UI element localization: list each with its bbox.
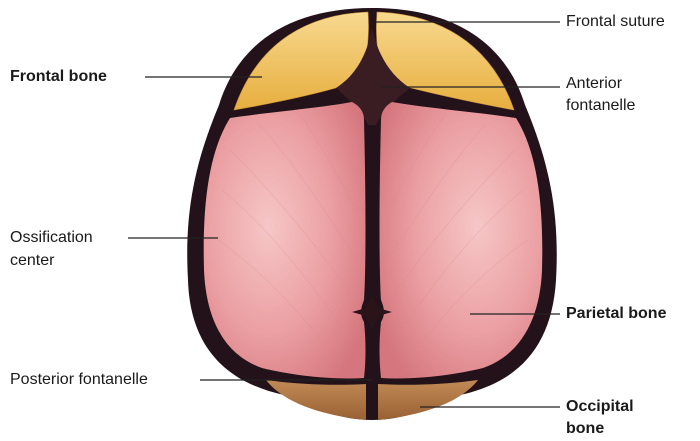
occipital-bone-left [266,380,366,420]
occipital-bone-right [378,380,478,420]
parietal-bone-right [380,102,543,378]
label-occipital-bone-line2: bone [566,419,604,439]
label-ossification-center-line2: center [10,251,54,271]
label-occipital-bone-line1: Occipital [566,397,634,417]
label-anterior-fontanelle-line2: fontanelle [566,96,635,116]
label-posterior-fontanelle: Posterior fontanelle [10,370,148,390]
label-frontal-suture: Frontal suture [566,12,665,32]
label-ossification-center-line1: Ossification [10,228,93,248]
parietal-bone-left [204,102,366,378]
label-frontal-bone: Frontal bone [10,67,107,87]
label-anterior-fontanelle-line1: Anterior [566,74,622,94]
label-parietal-bone: Parietal bone [566,304,666,324]
